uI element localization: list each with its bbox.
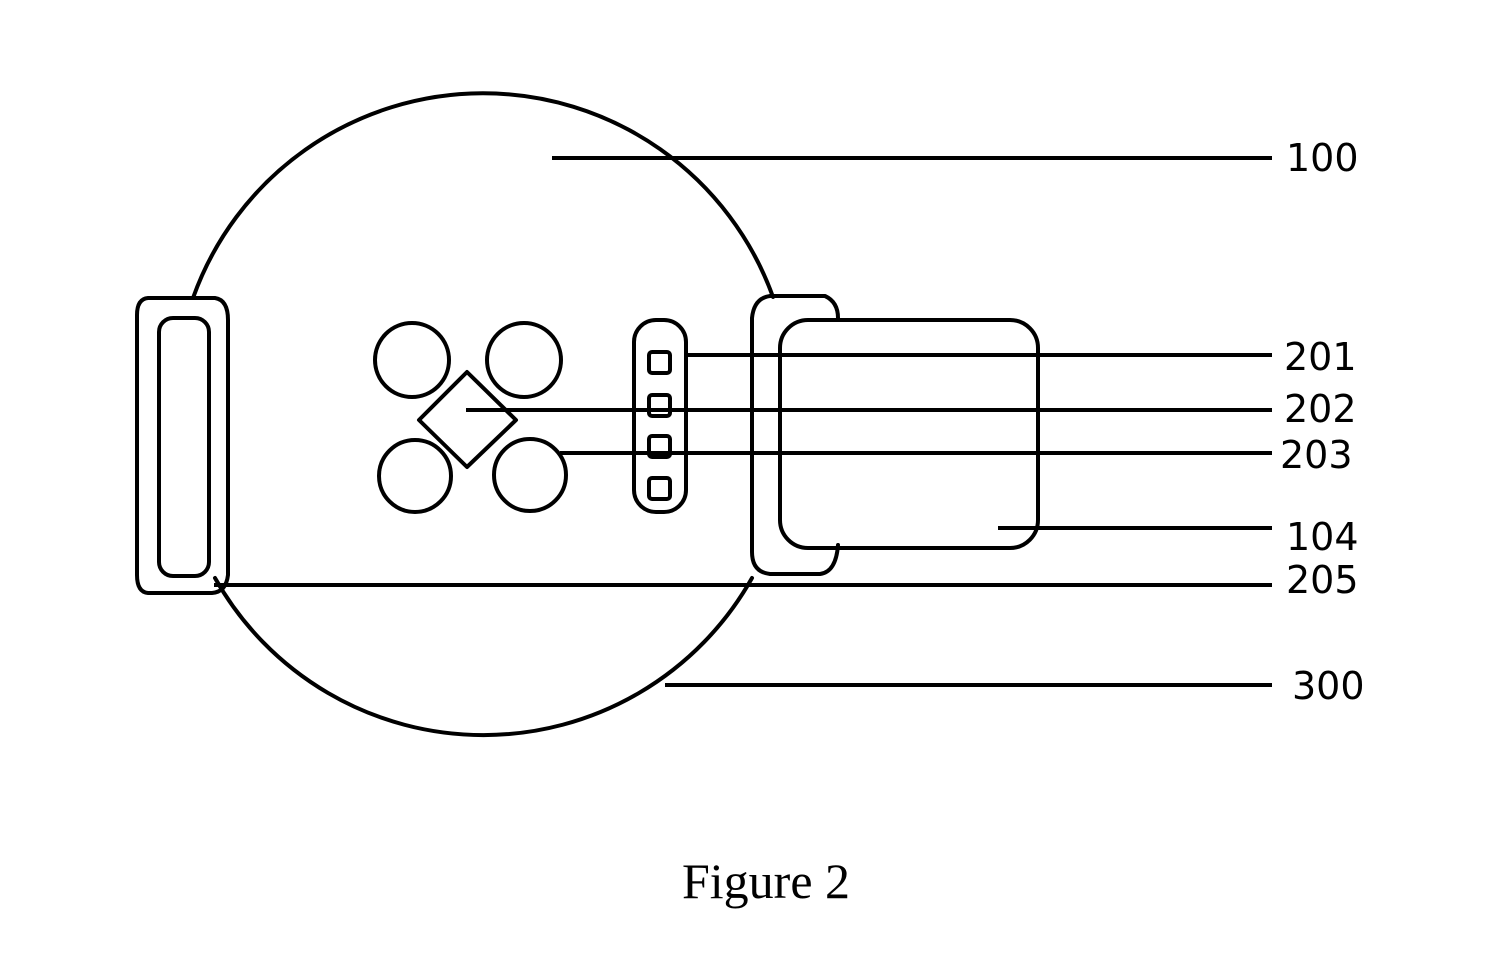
sensor-square-2: [647, 393, 672, 418]
lens-circle-bottom-left: [377, 438, 453, 514]
center-diamond: [417, 370, 518, 469]
sensor-strip: [632, 318, 688, 514]
right-strap-lug: [750, 294, 840, 576]
left-strap-slot: [157, 316, 211, 578]
housing-circle-lower: [213, 576, 754, 738]
figure-caption: Figure 2: [681, 853, 851, 909]
housing-circle: [191, 91, 775, 300]
screen-panel: [778, 318, 1040, 550]
label-300: 300: [1292, 664, 1365, 708]
lens-circle-bottom-right: [492, 437, 568, 513]
label-202: 202: [1284, 387, 1357, 431]
lens-circle-top-right: [485, 321, 563, 399]
label-104: 104: [1286, 515, 1359, 559]
sensor-square-4: [647, 476, 672, 501]
lens-circle-top-left: [373, 321, 451, 399]
label-201: 201: [1284, 335, 1357, 379]
label-205: 205: [1286, 558, 1359, 602]
sensor-square-1: [647, 350, 672, 375]
label-203: 203: [1280, 433, 1353, 477]
left-strap-lug: [135, 296, 230, 595]
sensor-square-3: [647, 434, 672, 459]
label-100: 100: [1286, 136, 1359, 180]
